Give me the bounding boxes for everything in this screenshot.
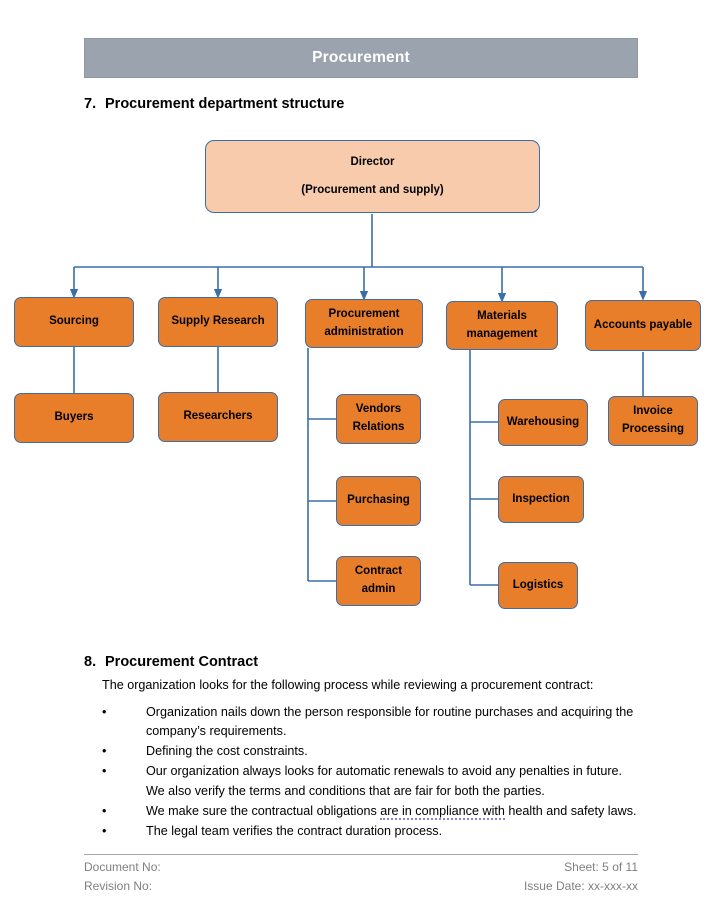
bullet-glyph: • [102,803,107,818]
org-node-researchers-label: Researchers [183,410,253,423]
org-node-materials-management[interactable]: Materials management [446,301,558,350]
page-footer: Document No: Sheet: 5 of 11 Revision No:… [84,858,638,895]
org-node-accounts-payable[interactable]: Accounts payable [585,300,701,351]
section-number-8: 8. [84,654,97,670]
list-item: • Organization nails down the person resp… [102,703,642,741]
org-node-supply-research-label: Supply Research [171,315,265,328]
org-node-purchasing-label: Purchasing [347,494,410,507]
list-item-text: Organization nails down the person respo… [146,705,634,739]
org-node-buyers-label: Buyers [54,411,94,424]
org-node-purchasing[interactable]: Purchasing [336,476,421,526]
footer-issue-date: Issue Date: xx-xxx-xx [523,878,638,893]
list-item-text: The legal team verifies the contract dur… [146,823,443,838]
footer-divider [84,854,638,855]
list-item: • The legal team verifies the contract du… [102,822,642,841]
section-heading-structure: 7. Procurement department structure [84,96,344,112]
contract-bullet-list: • Organization nails down the person resp… [102,703,642,842]
bullet-glyph: • [102,705,107,719]
org-node-contract-admin-line2: admin [361,583,396,595]
section-title-7: Procurement department structure [105,96,345,112]
org-node-accounts-payable-label: Accounts payable [593,318,693,331]
org-node-researchers[interactable]: Researchers [158,392,278,442]
org-node-materials-management-line1: Materials [477,309,527,322]
org-node-director-line1: Director [350,155,395,168]
list-item: • Defining the cost constraints. [102,742,642,761]
bullet-glyph: • [102,823,107,838]
section-title-8: Procurement Contract [105,654,259,670]
org-node-director-line2: (Procurement and supply) [301,183,444,196]
contract-intro-text: The organization looks for the following… [102,678,594,692]
org-node-inspection-label: Inspection [512,492,570,505]
org-node-vendors-relations-line2: Relations [352,421,405,433]
footer-document-no: Document No: [84,860,161,874]
org-node-inspection[interactable]: Inspection [498,476,584,523]
footer-sheet: Sheet: 5 of 11 [564,860,638,874]
org-node-procurement-administration[interactable]: Procurement administration [305,299,423,348]
list-item: • We make sure the contractual obligation… [102,802,642,821]
org-node-invoice-processing-line1: Invoice [633,405,673,418]
section-heading-contract: 8. Procurement Contract [84,654,258,670]
grammar-suggestion-text[interactable]: are in compliance with [380,803,505,820]
org-node-sourcing[interactable]: Sourcing [14,297,134,347]
page-banner: Procurement [84,38,638,78]
list-item-text: Defining the cost constraints. [146,744,308,759]
bullet-glyph: • [102,764,107,779]
footer-revision-no: Revision No: [84,878,153,893]
list-item-text: We make sure the contractual obligations [146,803,381,818]
org-node-contract-admin[interactable]: Contract admin [336,556,421,606]
org-node-contract-admin-line1: Contract [354,565,403,578]
section-number-7: 7. [84,96,97,112]
org-node-director[interactable]: Director (Procurement and supply) [205,140,540,213]
list-item: • Our organization always looks for autom… [102,762,642,800]
org-node-vendors-relations[interactable]: Vendors Relations [336,394,421,444]
org-node-sourcing-label: Sourcing [49,315,99,328]
banner-title: Procurement [312,49,410,66]
org-node-warehousing-label: Warehousing [506,415,580,428]
org-node-vendors-relations-line1: Vendors [355,403,402,416]
org-node-logistics-label: Logistics [512,578,564,591]
org-chart-connectors [69,214,648,586]
list-item-text: Our organization always looks for automa… [146,764,623,798]
org-node-procurement-administration-line2: administration [324,325,404,338]
list-item-text-tail: health and safety laws. [504,803,637,818]
bullet-glyph: • [102,744,107,759]
org-node-materials-management-line2: management [466,327,538,340]
org-node-warehousing[interactable]: Warehousing [498,399,588,446]
org-node-invoice-processing-line2: Processing [622,423,684,435]
org-node-logistics[interactable]: Logistics [498,562,578,609]
org-node-supply-research[interactable]: Supply Research [158,297,278,347]
org-chart: Director (Procurement and supply) Sourci… [14,140,701,609]
org-node-buyers[interactable]: Buyers [14,393,134,443]
org-node-invoice-processing[interactable]: Invoice Processing [608,396,698,446]
org-node-procurement-administration-line1: Procurement [328,307,400,320]
